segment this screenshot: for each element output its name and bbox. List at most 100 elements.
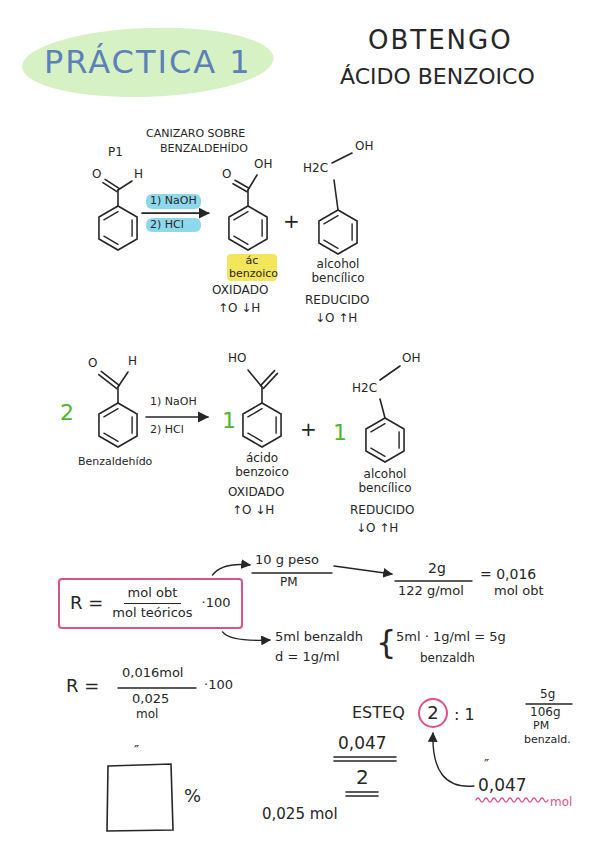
- pen-stroke: [131, 220, 132, 236]
- pen-stroke: [380, 366, 400, 380]
- redox-note: ↑O ↓H: [232, 504, 274, 518]
- calc-text: mol: [136, 708, 158, 722]
- benzene-ring: [366, 418, 404, 462]
- pen-stroke: [275, 417, 276, 433]
- redox-note: REDUCIDO: [305, 294, 370, 308]
- leader-arrow: [433, 733, 474, 786]
- pen-stroke: [332, 153, 352, 163]
- benzene-ring: [99, 403, 137, 447]
- pen-stroke: [104, 236, 118, 244]
- pen-stroke: [261, 387, 263, 403]
- pen-stroke: [248, 409, 262, 417]
- pen-stroke: [235, 180, 249, 188]
- section-label: P1: [108, 146, 123, 160]
- pen-stroke: [104, 212, 118, 220]
- atom-label: OH: [355, 140, 373, 154]
- pen-stroke: [99, 375, 117, 389]
- calc-text: benzaldh: [420, 652, 475, 666]
- calc-text: 0,047: [338, 734, 387, 754]
- calc-text: d = 1g/ml: [275, 650, 340, 665]
- section-label: CANIZARO SOBRE: [146, 128, 245, 141]
- fraction: mol obtmol teóricos: [112, 586, 192, 621]
- reagent-text: 2) HCl: [146, 218, 201, 233]
- benzene-ring: [99, 206, 137, 250]
- atom-label: H: [128, 355, 137, 369]
- leader-arrow: [213, 564, 250, 575]
- pen-stroke: [380, 399, 385, 418]
- calc-text: 0,016mol: [122, 666, 183, 681]
- redox-note: ↑O ↓H: [218, 302, 260, 316]
- leader-arrow: [223, 632, 270, 640]
- calc-text: ·100: [204, 678, 233, 693]
- pen-stroke: [526, 703, 572, 704]
- atom-label: H: [134, 168, 143, 182]
- stoich-coefficient: 1: [333, 420, 347, 445]
- atom-label: H2C: [352, 382, 377, 396]
- calc-text: 0,047: [478, 776, 527, 796]
- heading-note: ÁCIDO BENZOICO: [340, 64, 535, 89]
- pen-stroke: [248, 433, 262, 441]
- pen-stroke: [334, 180, 338, 210]
- pen-stroke: [117, 387, 119, 403]
- calc-text: 2: [356, 766, 369, 789]
- reaction-arrow: [146, 416, 208, 418]
- benzene-ring: [229, 206, 267, 250]
- formula-text: mol teóricos: [112, 604, 192, 621]
- pen-stroke: [261, 220, 262, 236]
- pen-stroke: [104, 409, 118, 417]
- atom-label: O: [222, 168, 231, 182]
- pen-stroke: [324, 240, 338, 248]
- calc-text: R =: [66, 676, 99, 697]
- compound-name: Benzaldehído: [78, 456, 152, 469]
- atom-label: OH: [402, 352, 420, 366]
- pen-stroke: [398, 432, 399, 448]
- redox-note: REDUCIDO: [350, 504, 415, 518]
- calc-text: 5g: [540, 688, 555, 702]
- pen-stroke: [476, 798, 548, 802]
- pen-stroke: [233, 184, 247, 192]
- coefficient-text: 2: [427, 703, 438, 724]
- calc-text: 0,025: [132, 692, 169, 707]
- pen-stroke: [117, 190, 119, 206]
- calc-text: mol obt: [494, 584, 544, 599]
- redox-note: ↓O ↑H: [315, 312, 357, 326]
- calc-text: benzald.: [524, 734, 571, 747]
- pen-stroke: [131, 417, 132, 433]
- formula-box: R = mol obtmol teóricos ·100: [58, 578, 243, 629]
- calc-text: PM: [280, 576, 298, 590]
- redox-note: ↓O ↑H: [356, 522, 398, 536]
- pen-stroke: [346, 791, 378, 793]
- pen-stroke: [248, 175, 257, 190]
- pen-stroke: [103, 183, 117, 192]
- atom-label: H2C: [303, 162, 328, 176]
- pen-stroke: [252, 572, 332, 573]
- pen-stroke: [351, 224, 352, 240]
- pen-stroke: [324, 216, 338, 224]
- stoich-coefficient: 1: [222, 408, 236, 433]
- atom-label: O: [88, 357, 97, 371]
- ditto-mark: ″: [134, 742, 139, 758]
- reaction-arrow: [142, 212, 209, 214]
- atom-label: HO: [228, 352, 246, 366]
- benzene-ring: [243, 403, 281, 447]
- reagent-highlight: 1) NaOH2) HCl: [146, 194, 201, 232]
- formula-text: ·100: [202, 596, 231, 611]
- pen-stroke: [118, 687, 196, 688]
- pen-stroke: [334, 756, 396, 758]
- formula-text: mol obt: [124, 586, 182, 604]
- calc-text: 5ml benzaldh: [275, 630, 363, 645]
- redox-note: OXIDADO: [228, 486, 284, 500]
- compound-name: alcohol bencílico: [353, 468, 417, 496]
- pen-stroke: [334, 760, 396, 762]
- calc-text: = 0,016: [480, 566, 536, 582]
- reagent-text: 2) HCl: [150, 424, 184, 437]
- benzene-ring: [319, 210, 357, 254]
- stoich-coefficient: 2: [60, 400, 74, 425]
- pen-stroke: [346, 795, 378, 797]
- section-label: BENZALDEHÍDO: [160, 143, 248, 156]
- formula-text: R =: [70, 593, 103, 614]
- pen-stroke: [118, 181, 132, 190]
- calc-text: PM: [533, 720, 549, 733]
- pen-stroke: [261, 371, 275, 386]
- reagent-text: 1) NaOH: [150, 396, 197, 409]
